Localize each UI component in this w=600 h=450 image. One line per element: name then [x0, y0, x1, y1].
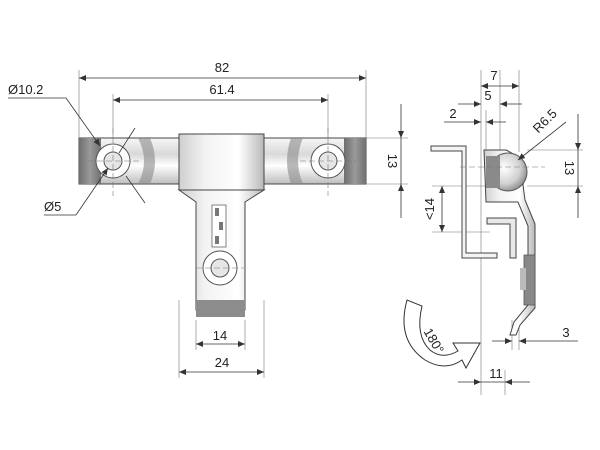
dim-front-height: 13: [385, 154, 400, 168]
dim-base-width: 24: [215, 355, 229, 370]
rotation-arrow-icon: [403, 299, 481, 370]
dim-side-offset: 2: [449, 106, 456, 121]
dim-side-top-width: 7: [490, 68, 497, 83]
dim-side-mid-width: 5: [484, 88, 491, 103]
side-bracket: [430, 145, 498, 259]
dim-side-height: 13: [562, 161, 577, 175]
dim-stem-width: 14: [213, 328, 227, 343]
dim-side-radius: R6.5: [530, 106, 560, 136]
dim-side-thickness: 3: [562, 325, 569, 340]
front-view: 82 61.4 Ø10.2 Ø5 13 14 24: [8, 60, 408, 378]
dim-side-depth: 11: [489, 366, 503, 381]
dim-overall-width: 82: [215, 60, 229, 75]
dim-hole-spacing: 61.4: [209, 82, 234, 97]
dim-outer-diameter: Ø10.2: [8, 82, 43, 97]
dim-inner-diameter: Ø5: [44, 199, 61, 214]
side-view: 7 5 2 R6.5 13 <14 3 11 180°: [403, 68, 583, 395]
stem-foot: [196, 300, 245, 317]
dim-side-clearance: <14: [422, 198, 437, 220]
